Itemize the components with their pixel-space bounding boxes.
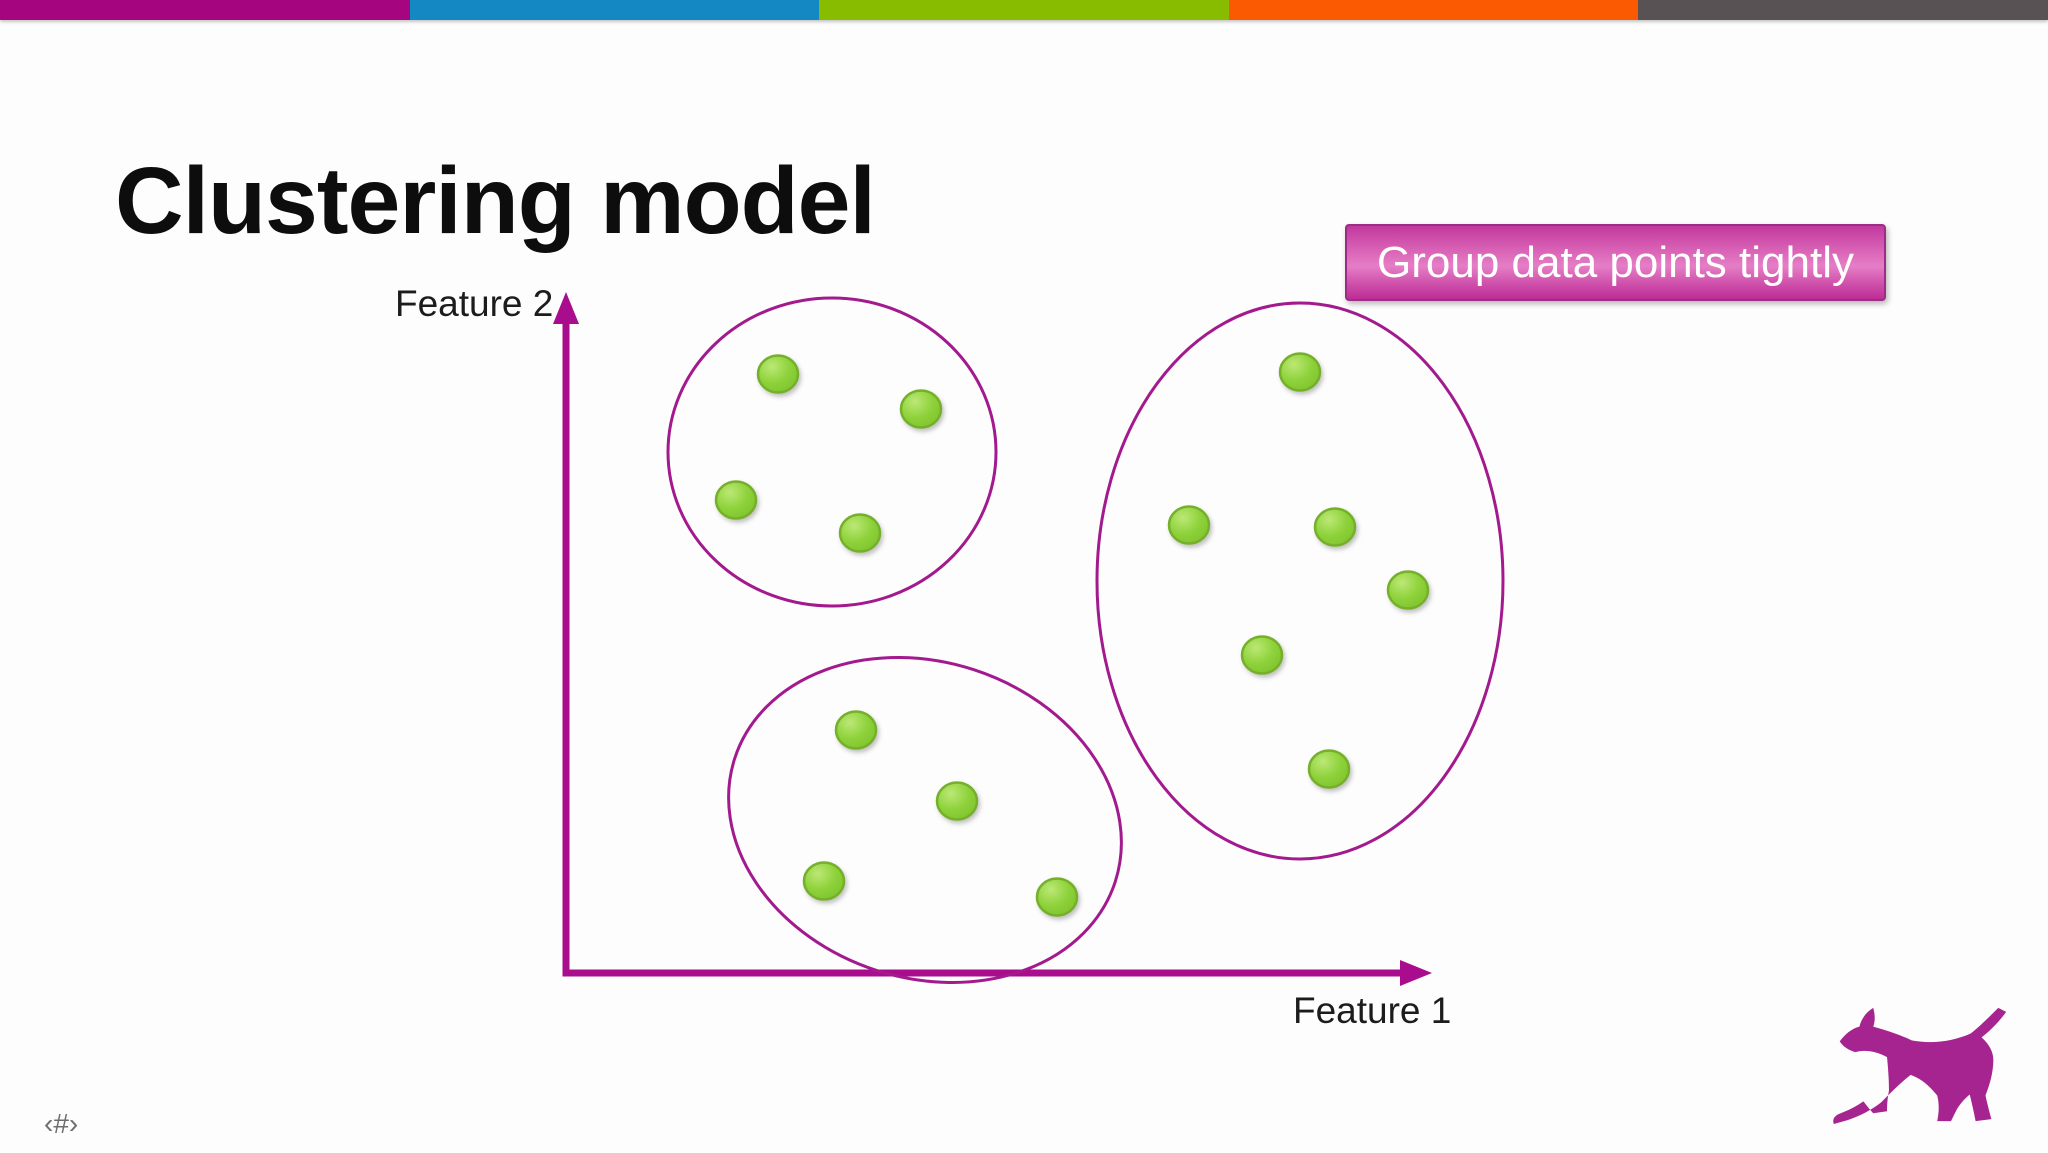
y-axis-label: Feature 2 bbox=[395, 283, 554, 324]
cluster-top-left-ellipse bbox=[666, 296, 998, 608]
cluster-bottom-middle-ellipse bbox=[727, 656, 1123, 984]
cluster-top-left-data-point bbox=[899, 389, 943, 429]
cluster-top-left-data-point bbox=[714, 480, 758, 520]
cluster-right-ellipse bbox=[1095, 301, 1505, 861]
callout-badge-label: Group data points tightly bbox=[1377, 237, 1854, 287]
cluster-bottom-middle-data-point bbox=[834, 710, 878, 750]
dog-silhouette-icon bbox=[1833, 1007, 2007, 1125]
cluster-top-left-data-point bbox=[838, 513, 882, 553]
accent-bar-segment-orange bbox=[1228, 0, 1639, 20]
page-number-placeholder: ‹#› bbox=[44, 1108, 79, 1139]
dog-silhouette-path bbox=[1833, 1007, 2007, 1125]
cluster-right-data-point bbox=[1307, 749, 1351, 789]
cluster-top-left-data-point bbox=[756, 354, 800, 394]
cluster-bottom-middle-data-point bbox=[802, 861, 846, 901]
callout-badge: Group data points tightly bbox=[1345, 224, 1886, 301]
accent-bar-segment-gray bbox=[1638, 0, 2048, 20]
x-axis-arrowhead bbox=[1400, 960, 1432, 986]
cluster-right-data-point bbox=[1278, 352, 1322, 392]
cluster-right-data-point bbox=[1386, 570, 1430, 610]
slide-accent-bar bbox=[0, 0, 2048, 20]
accent-bar-segment-blue bbox=[409, 0, 820, 20]
cluster-right-data-point bbox=[1167, 505, 1211, 545]
cluster-bottom-middle-data-point bbox=[1035, 877, 1079, 917]
x-axis-label: Feature 1 bbox=[1293, 990, 1452, 1031]
cluster-bottom-middle-data-point bbox=[935, 781, 979, 821]
cluster-right-data-point bbox=[1240, 635, 1284, 675]
slide-title: Clustering model bbox=[115, 147, 876, 254]
cluster-right-data-point bbox=[1313, 507, 1357, 547]
accent-bar-segment-magenta bbox=[0, 0, 410, 20]
y-axis-arrowhead bbox=[553, 292, 579, 324]
accent-bar-segment-green bbox=[819, 0, 1229, 20]
